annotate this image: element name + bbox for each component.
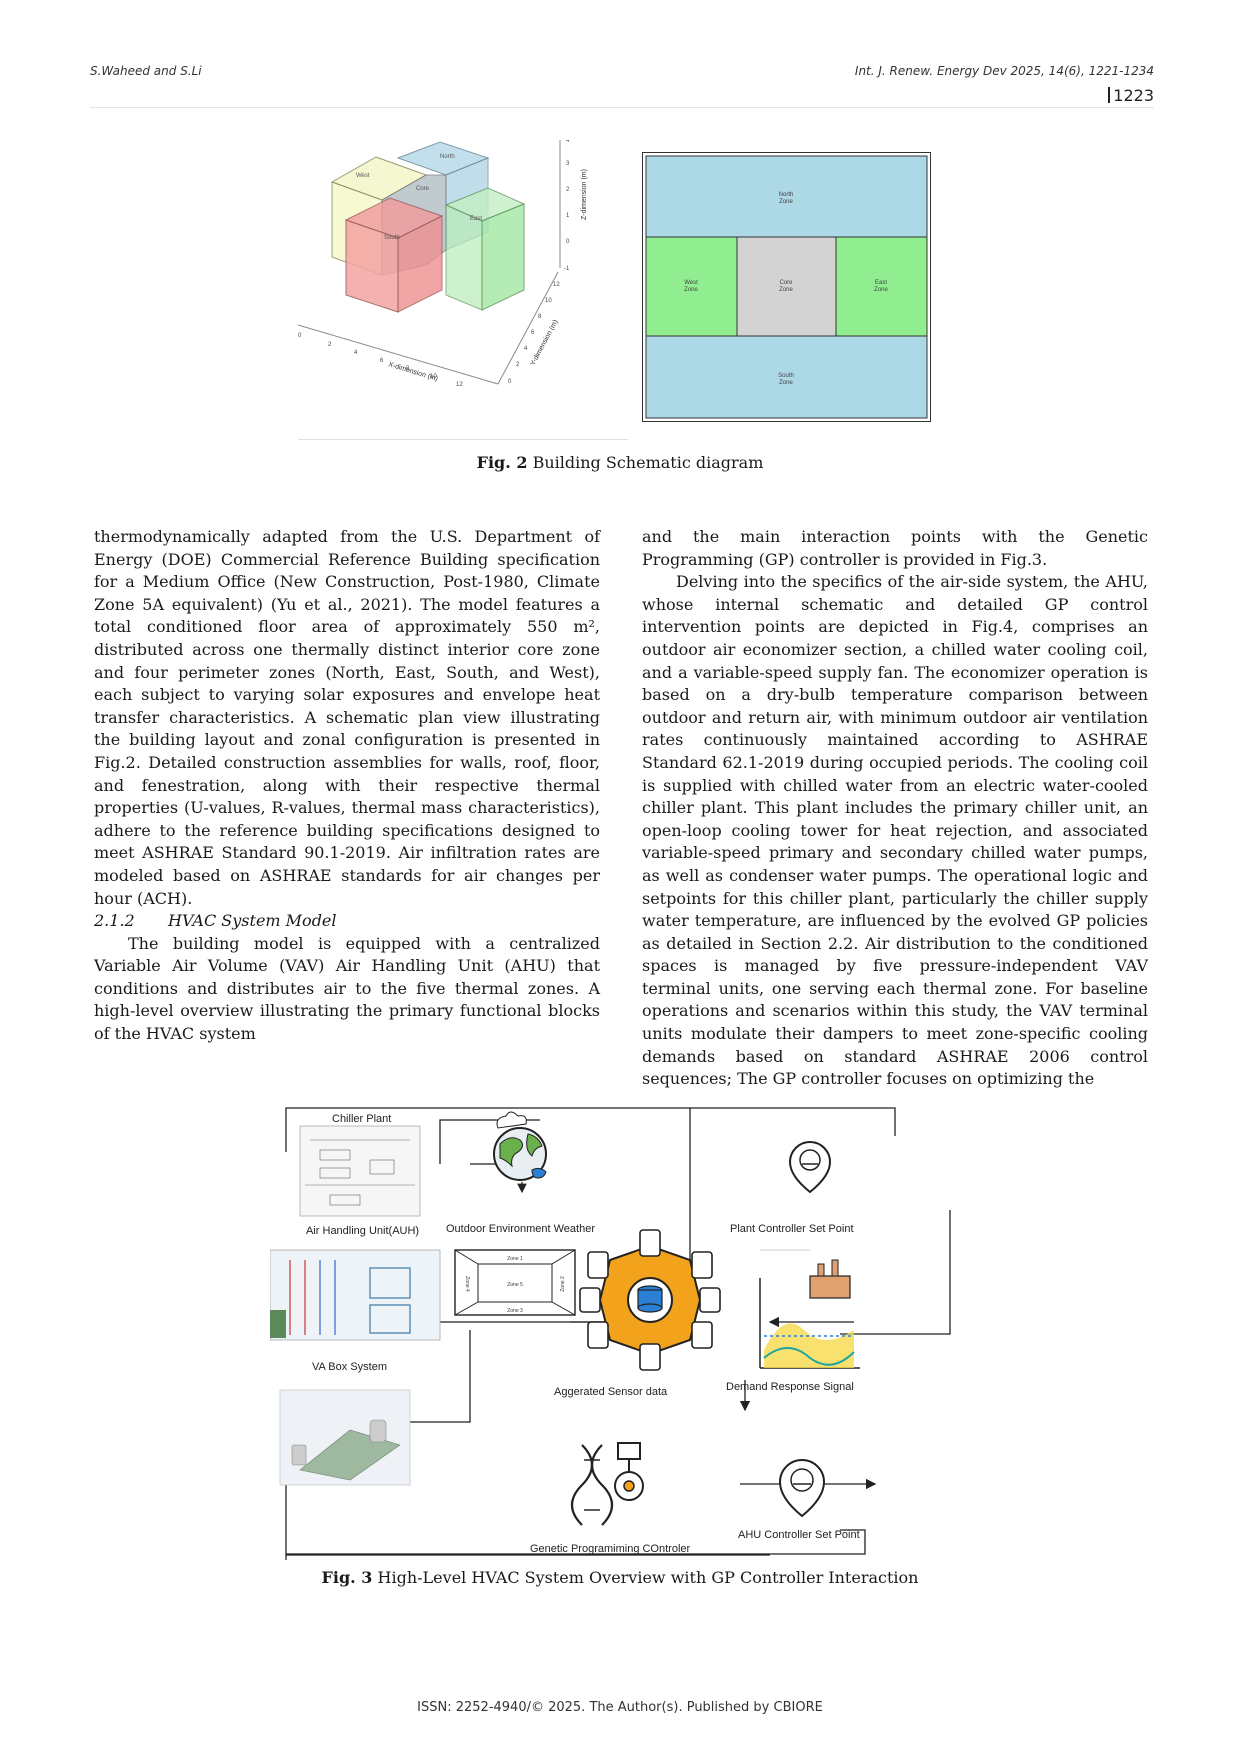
y-tick: 4 xyxy=(524,346,528,352)
figure-2-plan-svg: North Zone West Zone Core Zone East Zone… xyxy=(641,151,932,423)
plan-label-west-zone: Zone xyxy=(684,287,698,293)
outdoor-label: Outdoor Environment Weather xyxy=(446,1223,595,1235)
globe-icon xyxy=(493,1111,547,1181)
figure-3-label: Fig. 3 xyxy=(321,1568,373,1587)
plant-setpoint-pin-icon xyxy=(788,1141,832,1194)
sensor-label: Aggerated Sensor data xyxy=(554,1386,668,1398)
plan-south-zone xyxy=(645,335,928,419)
figure-3-svg: Chiller Plant Air Handling Unit(AUH) VA … xyxy=(269,1107,951,1560)
left-column: thermodynamically adapted from the U.S. … xyxy=(94,526,600,1046)
plan-west-zone xyxy=(645,236,738,337)
ahu-label: Air Handling Unit(AUH) xyxy=(306,1225,419,1237)
plan-label-north: North xyxy=(779,192,794,198)
z-tick: -1 xyxy=(564,266,570,272)
gp-controller-icon xyxy=(570,1442,644,1526)
y-tick: 0 xyxy=(508,379,512,385)
y-tick: 8 xyxy=(538,314,542,320)
y-tick: 12 xyxy=(553,282,560,288)
plan-label-core-zone: Zone xyxy=(779,287,793,293)
figure-2-label: Fig. 2 xyxy=(476,453,528,472)
zone-5-label: Zone 5 xyxy=(507,1282,523,1288)
3d-label-south: South xyxy=(384,235,400,241)
right-paragraph-1: and the main interaction points with the… xyxy=(642,527,1148,569)
plan-label-south: South xyxy=(778,373,794,379)
plan-label-east-zone: Zone xyxy=(874,287,888,293)
figure-2-3d-svg: West North Core East South 0 2 4 6 8 10 … xyxy=(297,138,588,388)
zones-schematic: Zone 1 Zone 5 Zone 3 Zone 4 Zone 2 xyxy=(454,1249,576,1316)
figure-2-plan-view: North Zone West Zone Core Zone East Zone… xyxy=(641,151,932,423)
right-paragraph-2: Delving into the specifics of the air-si… xyxy=(642,572,1148,1089)
running-head-journal: Int. J. Renew. Energy Dev 2025, 14(6), 1… xyxy=(854,64,1154,78)
section-number: 2.1.2 xyxy=(94,911,135,931)
z-tick: 1 xyxy=(566,213,570,219)
running-head-authors: S.Waheed and S.Li xyxy=(90,64,202,78)
x-tick: 4 xyxy=(354,350,358,356)
x-tick: 6 xyxy=(380,358,384,364)
vav-label: VA Box System xyxy=(312,1361,387,1373)
plan-label-south-zone: Zone xyxy=(779,380,793,386)
z-tick: 2 xyxy=(566,187,570,193)
plant-setpoint-label: Plant Controller Set Point xyxy=(730,1223,854,1235)
footer-issn: ISSN: 2252-4940/© 2025. The Author(s). P… xyxy=(417,1700,823,1715)
plan-core-zone xyxy=(736,236,837,337)
sensor-hub-icon xyxy=(579,1229,721,1371)
page-number-value: 1223 xyxy=(1113,86,1154,105)
z-tick: 3 xyxy=(566,161,570,167)
figure-3-caption-text: High-Level HVAC System Overview with GP … xyxy=(377,1568,919,1587)
x-tick: 0 xyxy=(298,333,302,339)
plan-label-north-zone: Zone xyxy=(779,199,793,205)
plan-label-west: West xyxy=(684,280,698,286)
demand-response-label: Demand Response Signal xyxy=(726,1381,854,1393)
3d-label-north: North xyxy=(440,154,455,160)
figure-3-diagram: Chiller Plant Air Handling Unit(AUH) VA … xyxy=(269,1100,990,1560)
x-tick: 10 xyxy=(430,374,437,380)
demand-response-chart-icon xyxy=(759,1249,860,1369)
zone-4-label: Zone 4 xyxy=(464,1276,470,1292)
y-tick: 2 xyxy=(516,362,520,368)
ahu-setpoint-label: AHU Controller Set Point xyxy=(738,1529,860,1541)
3d-label-west: West xyxy=(356,173,370,179)
y-tick: 10 xyxy=(545,298,552,304)
plan-label-core: Core xyxy=(779,280,793,286)
z-tick: 4 xyxy=(566,140,570,144)
ahu-image xyxy=(269,1249,441,1341)
ahu-fan-unit xyxy=(270,1310,286,1338)
zone-1-label: Zone 1 xyxy=(507,1256,523,1262)
x-tick: 2 xyxy=(328,342,332,348)
chiller-plant-label: Chiller Plant xyxy=(332,1113,391,1125)
y-tick: 6 xyxy=(531,330,535,336)
left-paragraph-2: The building model is equipped with a ce… xyxy=(94,933,600,1044)
zone-2-label: Zone 2 xyxy=(560,1276,566,1292)
z-axis-label: Z-dimension (m) xyxy=(581,169,588,220)
3d-label-core: Core xyxy=(416,186,430,192)
figure-2-caption-text: Building Schematic diagram xyxy=(532,453,764,472)
y-axis-label: Y-dimension (m) xyxy=(530,319,560,367)
ahu-setpoint-pin-icon xyxy=(778,1459,826,1518)
plan-label-east: East xyxy=(875,280,887,286)
section-heading: 2.1.2 HVAC System Model xyxy=(94,910,600,933)
right-column: and the main interaction points with the… xyxy=(642,526,1148,1091)
z-tick: 0 xyxy=(566,239,570,245)
zone-3-label: Zone 3 xyxy=(507,1308,523,1314)
x-tick: 8 xyxy=(406,366,410,372)
figure-2-caption: Fig. 2 Building Schematic diagram xyxy=(0,453,1240,472)
page-number: 1223 xyxy=(1108,86,1154,105)
left-paragraph-1: thermodynamically adapted from the U.S. … xyxy=(94,527,600,908)
header-rule xyxy=(90,107,1154,108)
gp-controller-label: Genetic Programiming COntroler xyxy=(530,1543,691,1555)
figure-3-caption: Fig. 3 High-Level HVAC System Overview w… xyxy=(0,1568,1240,1587)
x-tick: 12 xyxy=(456,382,463,388)
section-title: HVAC System Model xyxy=(168,911,337,931)
plan-north-zone xyxy=(645,155,928,238)
figure-2-3d-view: West North Core East South 0 2 4 6 8 10 … xyxy=(297,138,628,440)
3d-label-east: East xyxy=(470,216,482,222)
